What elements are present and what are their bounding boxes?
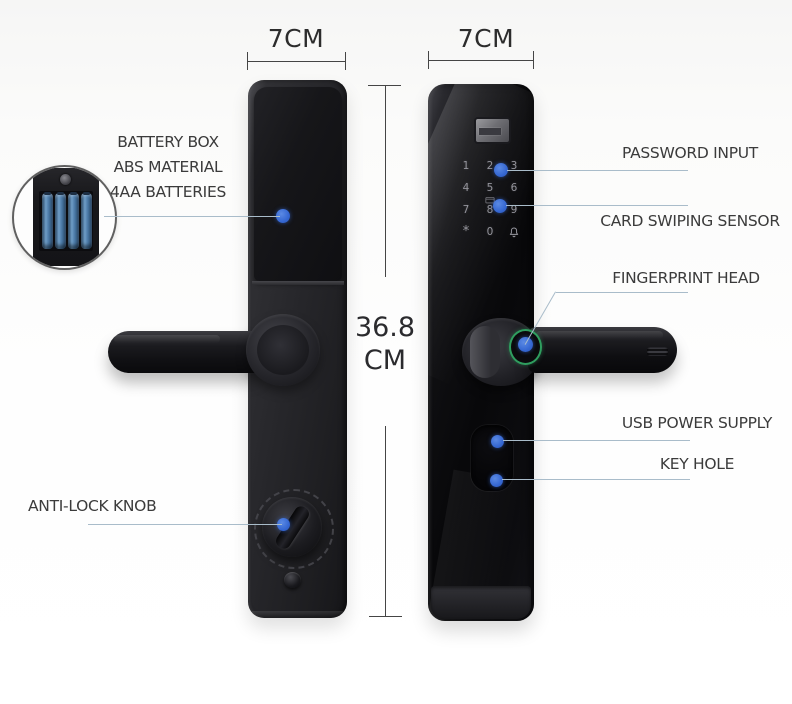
left-door-handle bbox=[108, 331, 260, 373]
fingerprint-callout-line bbox=[556, 292, 688, 293]
brand-display bbox=[476, 119, 509, 142]
password-callout-line bbox=[507, 170, 688, 171]
keyhole-callout-dot bbox=[490, 474, 503, 487]
battery-cover-panel bbox=[254, 87, 342, 281]
usb-callout-dot bbox=[491, 435, 504, 448]
dim-tick bbox=[247, 52, 248, 70]
keypad-key: 6 bbox=[510, 182, 518, 194]
dim-height-line-lower bbox=[385, 426, 386, 617]
keypad-key: 3 bbox=[510, 160, 518, 172]
keypad-key: 2 bbox=[486, 160, 494, 172]
dim-height-label: 36.8 CM bbox=[352, 311, 418, 377]
dim-tick bbox=[533, 51, 534, 69]
dim-height-value: 36.8 bbox=[354, 312, 416, 343]
battery-callout-dot bbox=[276, 209, 290, 223]
usb-power-label: USB POWER SUPPLY bbox=[621, 414, 773, 432]
battery-window bbox=[39, 191, 93, 251]
battery-cell bbox=[42, 192, 53, 249]
usb-callout-line bbox=[503, 440, 690, 441]
battery-cell bbox=[55, 192, 66, 249]
battery-cover-seam bbox=[252, 281, 344, 285]
dim-tick bbox=[345, 52, 346, 70]
keypad-key: 5 bbox=[486, 182, 494, 194]
dim-height-bottom-tick bbox=[369, 616, 402, 617]
keypad-key-star: * bbox=[462, 224, 470, 239]
keypad-key: 9 bbox=[510, 204, 518, 216]
screw-icon bbox=[60, 174, 71, 185]
keypad-key: 4 bbox=[462, 182, 470, 194]
handle-grip-slot bbox=[647, 347, 668, 356]
password-callout-dot bbox=[494, 163, 508, 177]
battery-label-line: 4AA BATTERIES bbox=[110, 183, 226, 201]
battery-cell bbox=[81, 192, 92, 249]
doorbell-icon bbox=[509, 227, 519, 237]
battery-box bbox=[33, 168, 99, 266]
card-callout-line bbox=[506, 205, 688, 206]
keypad-key: 7 bbox=[462, 204, 470, 216]
keypad-bell-cell bbox=[502, 221, 526, 243]
dim-height-line-upper bbox=[385, 85, 386, 277]
keypad-key: 8 bbox=[486, 204, 494, 216]
dim-left-width-line bbox=[247, 61, 346, 62]
dim-tick bbox=[428, 51, 429, 69]
battery-label-line: ABS MATERIAL bbox=[113, 158, 223, 176]
doorbell-button bbox=[284, 572, 301, 588]
battery-callout-line bbox=[104, 216, 280, 217]
dim-height-unit: CM bbox=[363, 345, 407, 376]
password-label: PASSWORD INPUT bbox=[622, 144, 758, 162]
anti-lock-label: ANTI-LOCK KNOB bbox=[28, 497, 157, 515]
anti-lock-callout-line bbox=[88, 524, 282, 525]
card-callout-dot bbox=[493, 199, 507, 213]
dim-right-width-line bbox=[428, 60, 534, 61]
dim-height-top-tick bbox=[368, 85, 401, 86]
card-swiping-label: CARD SWIPING SENSOR bbox=[600, 212, 780, 230]
right-lock-bottom-cap bbox=[431, 586, 531, 619]
dim-left-width-label: 7CM bbox=[267, 24, 325, 53]
keypad-key: 1 bbox=[462, 160, 470, 172]
fingerprint-label: FINGERPRINT HEAD bbox=[612, 269, 760, 287]
battery-label-line: BATTERY BOX bbox=[117, 133, 219, 151]
dim-right-width-label: 7CM bbox=[457, 24, 515, 53]
battery-callout-label: BATTERY BOX ABS MATERIAL 4AA BATTERIES bbox=[103, 130, 233, 205]
anti-lock-callout-dot bbox=[277, 518, 290, 531]
knob-tick-ring bbox=[254, 489, 334, 569]
keypad: 1 2 3 4 5 6 7 8 9 * 0 bbox=[454, 155, 526, 243]
fingerprint-sensor bbox=[509, 329, 542, 365]
battery-cell bbox=[68, 192, 79, 249]
keyhole-label: KEY HOLE bbox=[659, 455, 735, 473]
keyhole-callout-line bbox=[502, 479, 690, 480]
battery-inset-circle bbox=[12, 165, 117, 270]
keypad-key: 0 bbox=[486, 226, 494, 238]
left-handle-hub bbox=[246, 314, 320, 386]
